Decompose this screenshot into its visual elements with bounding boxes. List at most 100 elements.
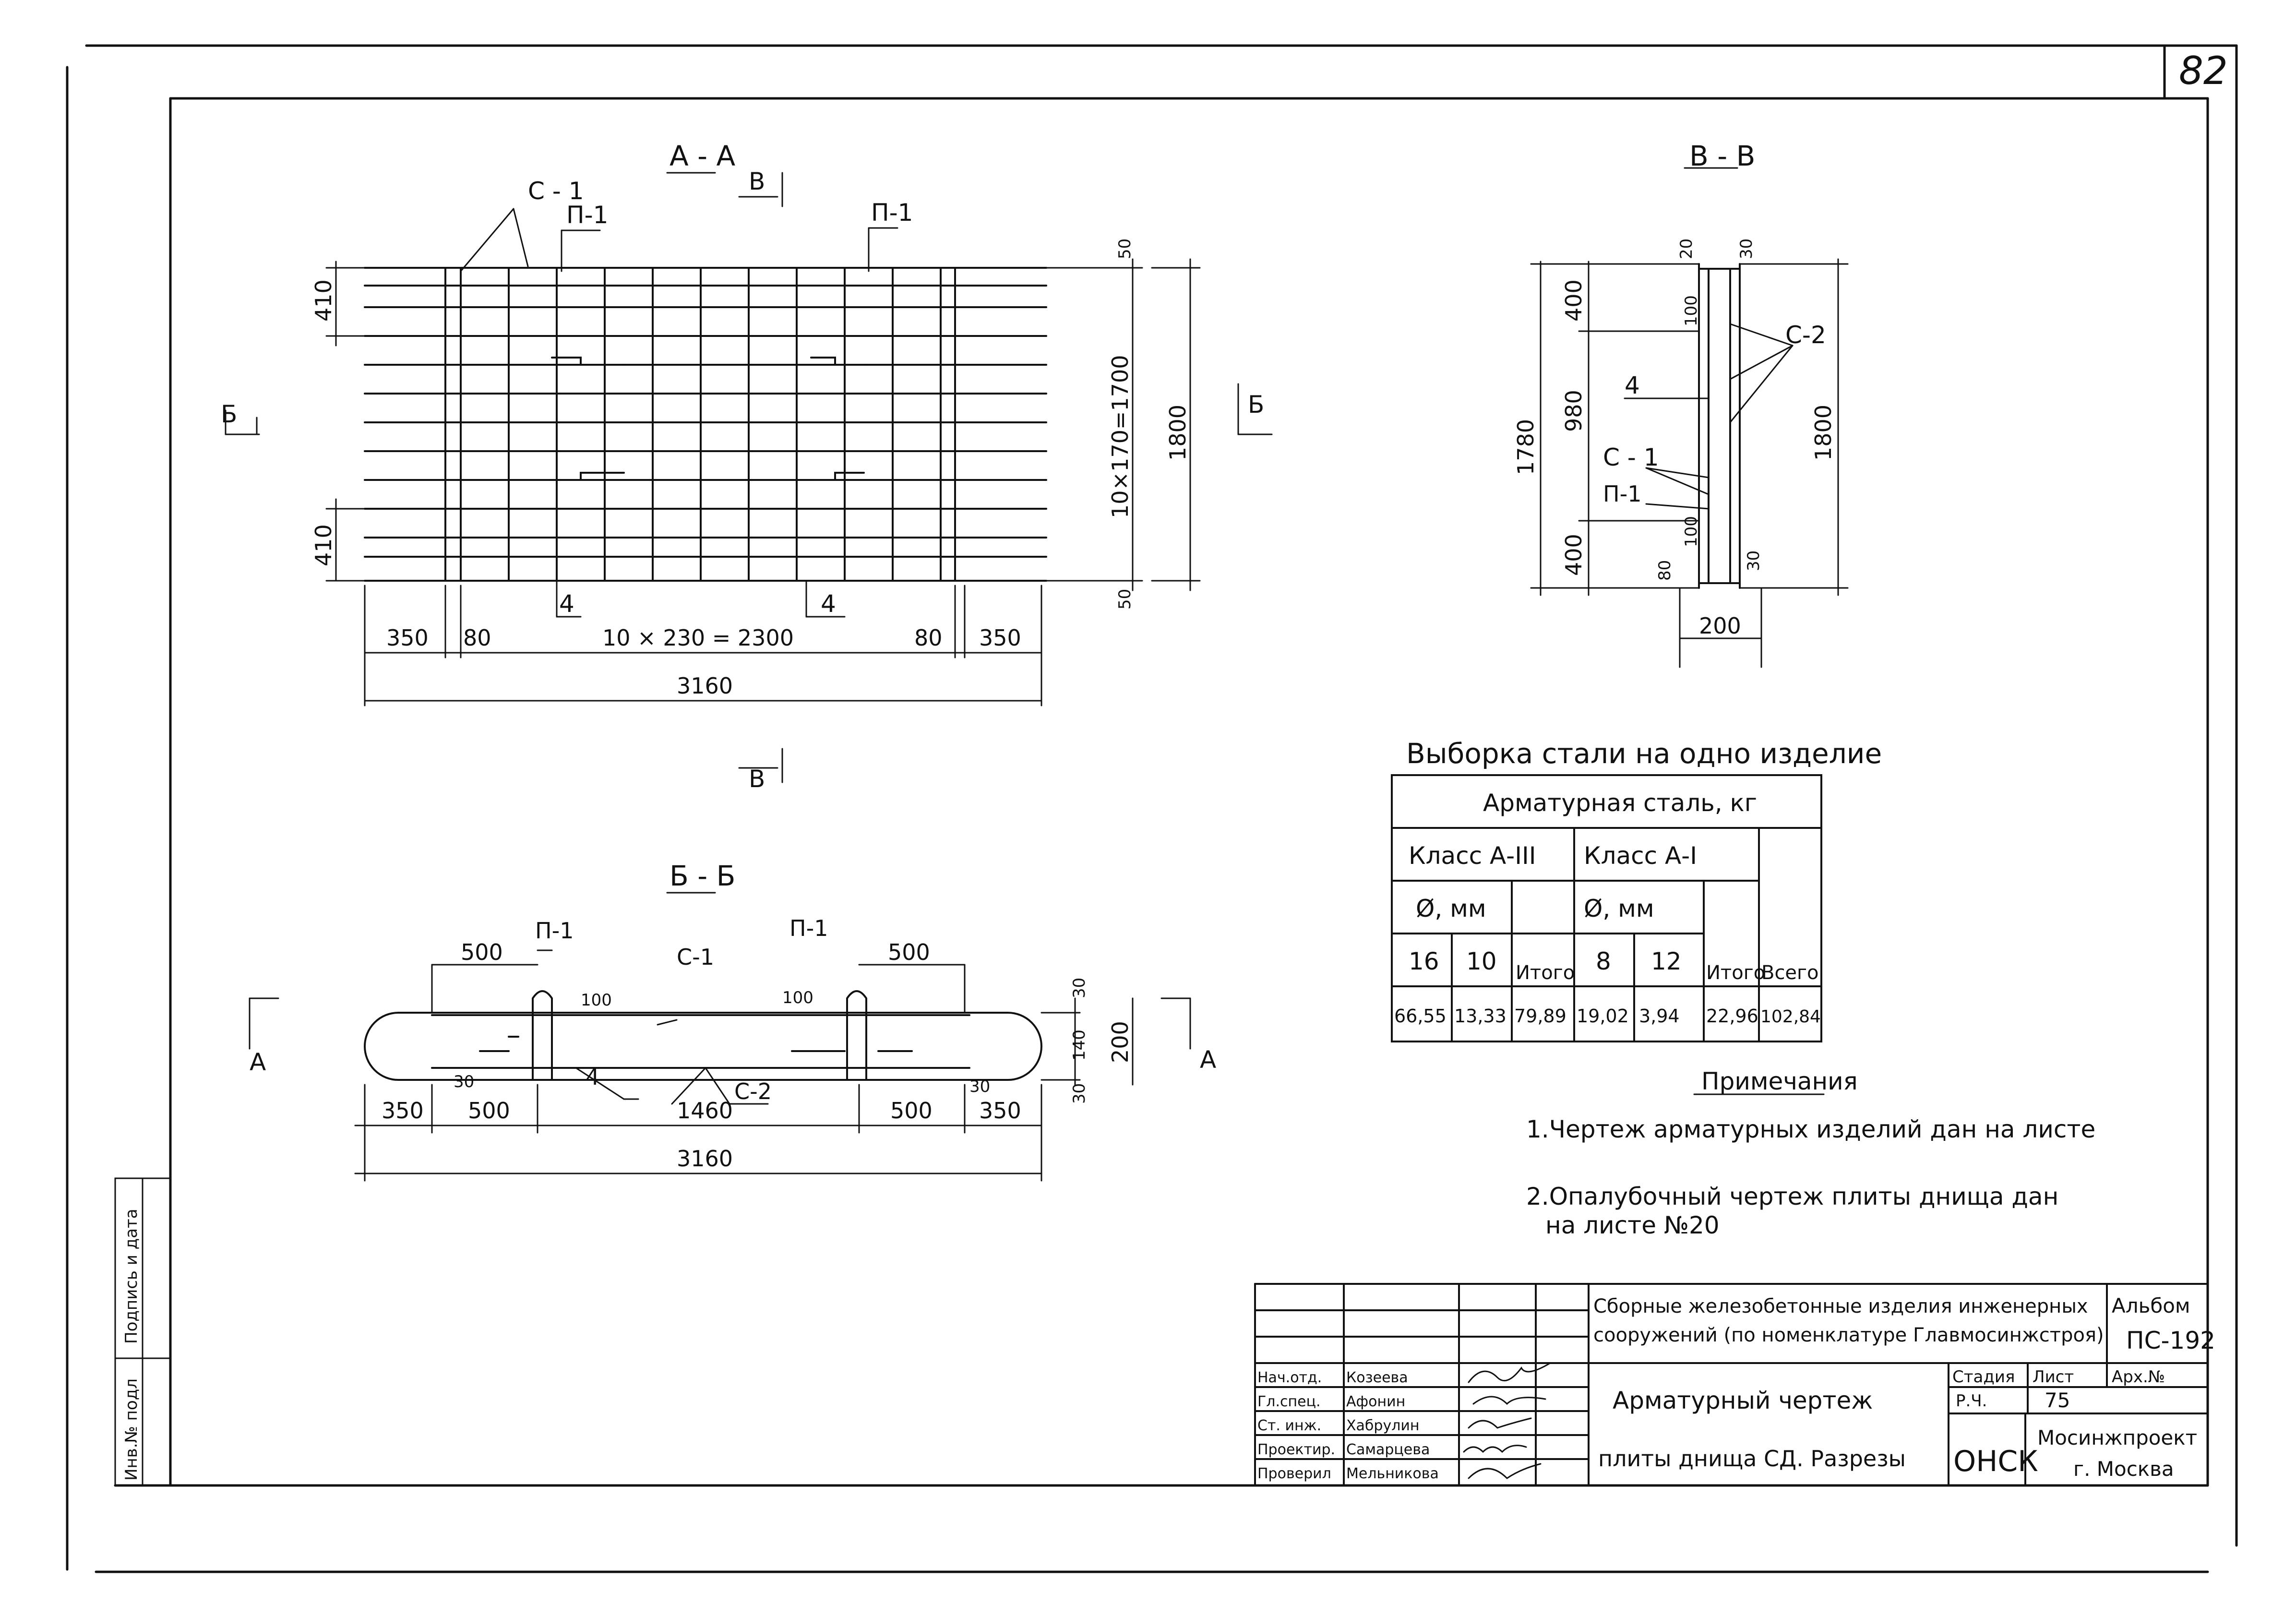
- tb-album-label: Альбом: [2112, 1294, 2190, 1317]
- dim-vv-top-right: 30: [1737, 239, 1756, 259]
- dim-bb-right-200: 200: [1107, 1021, 1133, 1063]
- tb-drawing-title-1: Арматурный чертеж: [1613, 1387, 1873, 1414]
- steel-col-16: 16: [1409, 947, 1439, 975]
- section-vv-dims: [1530, 167, 1849, 668]
- dim-bb-right-30: 30: [969, 1077, 990, 1096]
- label-vv-c1: С - 1: [1603, 443, 1659, 471]
- section-aa-mesh: [364, 267, 1047, 582]
- title-block-grid: [1254, 1283, 2209, 1486]
- tb-name-2: Афонин: [1346, 1393, 1405, 1410]
- tb-dept: ОНСК: [1953, 1445, 2038, 1478]
- steel-diam-2: Ø, мм: [1584, 895, 1654, 922]
- tb-project: Сборные железобетонные изделия инженерны…: [1593, 1295, 2088, 1317]
- side-stamp-inv: Инв.№ подл: [122, 1378, 141, 1481]
- note-2b: на листе №20: [1545, 1211, 1720, 1239]
- steel-val-7: 102,84: [1760, 1007, 1821, 1027]
- notes-title: Примечания: [1701, 1067, 1858, 1095]
- cut-mark-b-left: Б: [221, 400, 237, 428]
- label-bb-p1-right: П-1: [789, 915, 828, 941]
- tb-org-2: г. Москва: [2073, 1457, 2174, 1481]
- dim-vv-100-top: 100: [1682, 295, 1701, 326]
- dim-bb-right-30-bottom: 30: [1070, 1083, 1089, 1104]
- steel-val-4: 19,02: [1577, 1006, 1629, 1027]
- steel-col-12: 12: [1651, 947, 1682, 975]
- dim-bb-total: 3160: [677, 1146, 733, 1172]
- dim-vv-100-bottom: 100: [1682, 516, 1701, 547]
- steel-val-5: 3,94: [1639, 1006, 1680, 1027]
- dim-bb-right-140: 140: [1070, 1029, 1089, 1061]
- dim-bb-bottom-2: 500: [468, 1098, 510, 1124]
- tb-name-1: Козеева: [1346, 1369, 1408, 1386]
- dim-aa-bottom-c: 10 × 230 = 2300: [602, 625, 794, 651]
- dim-vv-bottom-left: 80: [1655, 560, 1674, 581]
- steel-val-2: 13,33: [1454, 1006, 1507, 1027]
- steel-col-8: 8: [1596, 947, 1611, 975]
- dim-vv-400-top: 400: [1561, 279, 1587, 322]
- tb-drawing-title-2: плиты днища СД. Разрезы: [1598, 1446, 1906, 1472]
- label-pos4-left: 4: [559, 590, 574, 618]
- label-vv-pos4: 4: [1625, 371, 1640, 399]
- dim-bb-bottom-5: 350: [979, 1098, 1021, 1124]
- dim-aa-right-step: 10×170=1700: [1107, 355, 1133, 519]
- dim-bb-left-30: 30: [454, 1072, 474, 1091]
- steel-class-1: Класс А-III: [1409, 842, 1536, 870]
- dim-bb-bottom-3: 1460: [677, 1098, 733, 1124]
- tb-stage-label: Стадия: [1952, 1367, 2015, 1387]
- dim-aa-bottom-b: 80: [463, 625, 491, 651]
- section-aa-dims: [225, 172, 1273, 783]
- cut-mark-a-right: А: [1200, 1046, 1216, 1074]
- cut-mark-a-left: А: [250, 1048, 266, 1076]
- tb-role-3: Ст. инж.: [1257, 1417, 1321, 1434]
- cut-mark-v-top: В: [749, 168, 765, 195]
- tb-role-1: Нач.отд.: [1257, 1369, 1322, 1386]
- dim-vv-top-left: 20: [1677, 239, 1696, 259]
- cut-mark-b-right: Б: [1248, 391, 1264, 419]
- label-pos4-right: 4: [821, 590, 836, 618]
- label-c1: С - 1: [528, 177, 584, 205]
- label-vv-c2: С-2: [1785, 321, 1826, 349]
- steel-val-6: 22,96: [1706, 1006, 1758, 1027]
- tb-role-4: Проектир.: [1257, 1441, 1335, 1458]
- dim-aa-bottom-total: 3160: [677, 673, 733, 699]
- steel-col-10: 10: [1466, 947, 1497, 975]
- steel-class-2: Класс А-I: [1584, 842, 1697, 870]
- tb-sheet-value: 75: [2045, 1389, 2070, 1412]
- steel-col-total1: Итого: [1516, 962, 1575, 984]
- steel-col-grand: Всего: [1761, 962, 1819, 984]
- dim-vv-400-bottom: 400: [1561, 534, 1587, 576]
- steel-diam-1: Ø, мм: [1416, 895, 1486, 922]
- dim-bb-top-right: 500: [888, 939, 930, 965]
- dim-bb-right-30-top: 30: [1070, 978, 1089, 998]
- label-bb-c2: С-2: [734, 1078, 772, 1104]
- tb-name-3: Хабрулин: [1346, 1417, 1420, 1434]
- dim-vv-total-right: 1800: [1810, 405, 1836, 461]
- dim-aa-bottom-e: 350: [979, 625, 1021, 651]
- dim-aa-bottom-a: 350: [386, 625, 429, 651]
- tb-role-5: Проверил: [1257, 1465, 1331, 1482]
- dim-bb-top-left: 500: [461, 939, 503, 965]
- label-p1-left: П-1: [566, 201, 608, 229]
- dim-vv-980: 980: [1561, 390, 1587, 432]
- dim-aa-right-total: 1800: [1165, 405, 1191, 461]
- section-bb-title: Б - Б: [670, 860, 735, 892]
- tb-org-1: Мосинжпроект: [2037, 1426, 2197, 1449]
- section-bb-dims: [249, 892, 1191, 1182]
- signatures: [1463, 1362, 1551, 1479]
- tb-album-no: ПС-192: [2126, 1327, 2215, 1354]
- dim-aa-left-top: 410: [311, 279, 336, 322]
- steel-table-grid: [1391, 774, 1822, 1042]
- tb-project-2: сооружений (по номенклатуре Главмосинжст…: [1593, 1324, 2104, 1346]
- label-bb-pos4: 4: [586, 1064, 599, 1090]
- section-vv-title: В - В: [1689, 140, 1755, 172]
- dim-bb-bottom-4: 500: [890, 1098, 933, 1124]
- section-aa-title: А - А: [670, 140, 735, 172]
- dim-vv-bottom-right: 30: [1744, 551, 1763, 571]
- tb-arch-label: Арх.№: [2112, 1367, 2165, 1387]
- dim-vv-width: 200: [1699, 613, 1741, 639]
- steel-col-total2: Итого: [1706, 962, 1765, 984]
- dim-aa-bottom-d: 80: [914, 625, 943, 651]
- side-stamp: [114, 1177, 171, 1486]
- tb-sheet-label: Лист: [2033, 1367, 2074, 1387]
- dim-bb-100-left: 100: [581, 991, 612, 1010]
